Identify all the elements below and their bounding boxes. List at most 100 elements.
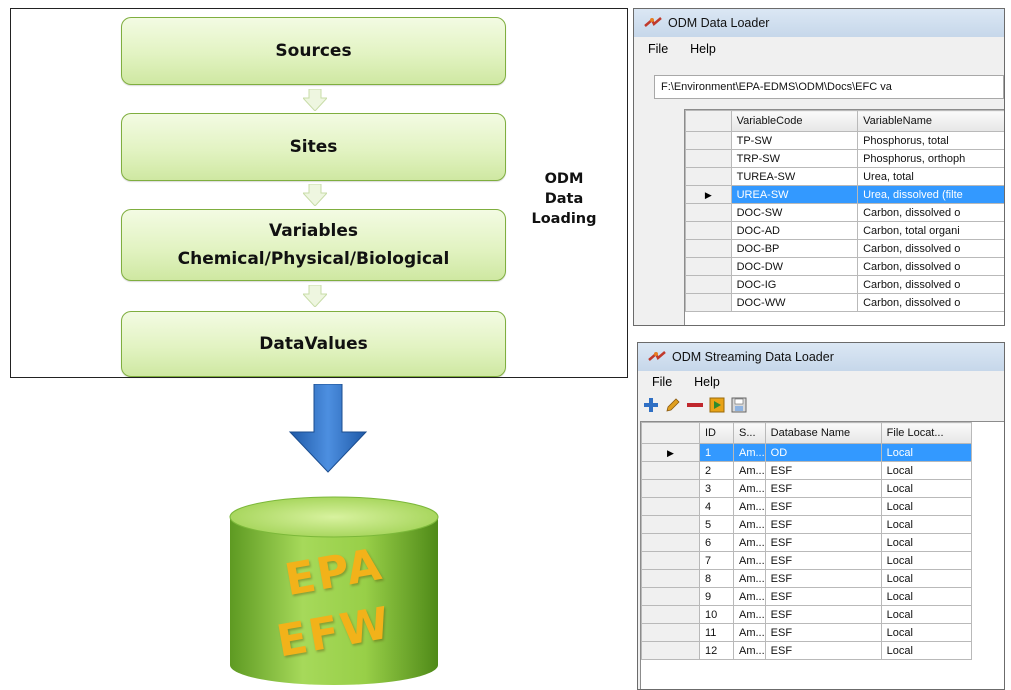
streaming-cell[interactable]: 7 [699,551,734,570]
streaming-cell[interactable]: ESF [764,641,882,660]
row-header[interactable] [685,239,732,258]
row-header[interactable]: ▶ [641,443,700,462]
row-header[interactable] [685,293,732,312]
row-header[interactable] [685,275,732,294]
variable-cell[interactable]: Carbon, dissolved o [857,239,1004,258]
row-header[interactable] [685,131,732,150]
menu-file[interactable]: File [648,42,669,56]
variable-cell[interactable]: Phosphorus, orthoph [857,149,1004,168]
row-header[interactable] [641,605,700,624]
streaming-cell[interactable]: Local [880,605,972,624]
row-header[interactable] [641,551,700,570]
streaming-cell[interactable]: Am... [733,587,766,606]
streaming-cell[interactable]: 6 [699,533,734,552]
streaming-cell[interactable]: 9 [699,587,734,606]
streaming-cell[interactable]: ESF [764,533,882,552]
variable-cell[interactable]: TP-SW [730,131,859,150]
streaming-cell[interactable]: 12 [699,641,734,660]
variable-cell[interactable]: DOC-WW [730,293,859,312]
column-header-file-location[interactable]: File Locat... [880,422,972,444]
streaming-cell[interactable]: ESF [764,479,882,498]
streaming-cell[interactable]: Local [880,497,972,516]
streaming-cell[interactable]: ESF [764,623,882,642]
variable-cell[interactable]: UREA-SW [730,185,859,204]
streaming-cell[interactable]: Am... [733,515,766,534]
streaming-cell[interactable]: Local [880,461,972,480]
streaming-cell[interactable]: ESF [764,569,882,588]
streaming-cell[interactable]: Local [880,641,972,660]
streaming-cell[interactable]: Local [880,623,972,642]
row-header[interactable] [641,569,700,588]
row-header[interactable] [641,497,700,516]
streaming-cell[interactable]: Local [880,569,972,588]
streaming-cell[interactable]: 10 [699,605,734,624]
streaming-cell[interactable]: ESF [764,551,882,570]
streaming-cell[interactable]: Am... [733,551,766,570]
streaming-cell[interactable]: ESF [764,515,882,534]
variable-cell[interactable]: Carbon, total organi [857,221,1004,240]
streaming-cell[interactable]: 4 [699,497,734,516]
row-header[interactable] [641,533,700,552]
streaming-cell[interactable]: 5 [699,515,734,534]
streaming-cell[interactable]: Am... [733,569,766,588]
streaming-cell[interactable]: Local [880,479,972,498]
row-header[interactable] [641,515,700,534]
file-path-field[interactable]: F:\Environment\EPA-EDMS\ODM\Docs\EFC va [654,75,1004,99]
streaming-cell[interactable]: ESF [764,461,882,480]
menu-help[interactable]: Help [694,375,720,389]
column-header-id[interactable]: ID [699,422,734,444]
variable-cell[interactable]: TRP-SW [730,149,859,168]
row-header[interactable] [685,167,732,186]
streaming-cell[interactable]: Am... [733,461,766,480]
menu-file[interactable]: File [652,375,673,389]
streaming-cell[interactable]: Local [880,515,972,534]
row-header[interactable] [685,221,732,240]
variable-cell[interactable]: Urea, dissolved (filte [857,185,1004,204]
streaming-cell[interactable]: OD [764,443,882,462]
variable-cell[interactable]: DOC-DW [730,257,859,276]
menu-help[interactable]: Help [690,42,716,56]
column-header-database-name[interactable]: Database Name [764,422,882,444]
streaming-cell[interactable]: ESF [764,605,882,624]
variable-cell[interactable]: Carbon, dissolved o [857,293,1004,312]
variable-cell[interactable]: Carbon, dissolved o [857,275,1004,294]
variable-cell[interactable]: TUREA-SW [730,167,859,186]
streaming-cell[interactable]: Am... [733,533,766,552]
column-header-variablename[interactable]: VariableName [857,110,1004,132]
streaming-cell[interactable]: Am... [733,641,766,660]
streaming-cell[interactable]: ESF [764,587,882,606]
row-header[interactable] [641,587,700,606]
variable-cell[interactable]: Phosphorus, total [857,131,1004,150]
column-header-s[interactable]: S... [733,422,766,444]
edit-pencil-icon[interactable] [664,396,682,414]
streaming-cell[interactable]: Am... [733,497,766,516]
streaming-cell[interactable]: Am... [733,479,766,498]
row-header[interactable] [641,479,700,498]
streaming-cell[interactable]: ESF [764,497,882,516]
column-header-variablecode[interactable]: VariableCode [730,110,859,132]
streaming-cell[interactable]: Am... [733,605,766,624]
streaming-cell[interactable]: Local [880,551,972,570]
streaming-cell[interactable]: 3 [699,479,734,498]
save-icon[interactable] [730,396,748,414]
row-header[interactable] [641,623,700,642]
variable-cell[interactable]: DOC-IG [730,275,859,294]
